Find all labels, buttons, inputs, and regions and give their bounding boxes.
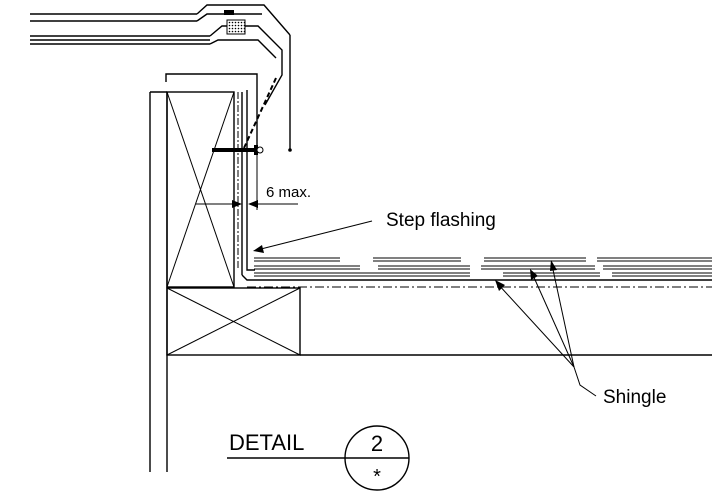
roof-deck [241,274,712,288]
sealant-bead [226,19,246,35]
step-flashing-label: Step flashing [386,210,496,231]
detail-sheet: * [373,466,381,488]
dashed-trim-line [243,77,277,149]
shingle-row-2 [254,265,712,270]
dimension-marker: 6 max. [196,150,311,210]
fastener [212,145,264,155]
shingle-courses [254,257,712,277]
shingle-label: Shingle [603,387,666,408]
step-flashing-callout: Step flashing [253,210,496,253]
counter-flashing [165,73,258,271]
window-head-frame [30,4,292,152]
shingle-callout: Shingle [495,260,666,408]
glazing-gasket [224,10,234,15]
detail-title-block: DETAIL 2 * [227,425,410,491]
wall-framing [149,91,243,472]
header-block [166,287,712,356]
detail-title: DETAIL [229,430,304,455]
detail-number: 2 [371,431,383,456]
shingle-row-3 [254,272,712,277]
stud-block [166,91,235,288]
dimension-label: 6 max. [266,184,311,201]
shingle-row-1 [254,257,712,262]
